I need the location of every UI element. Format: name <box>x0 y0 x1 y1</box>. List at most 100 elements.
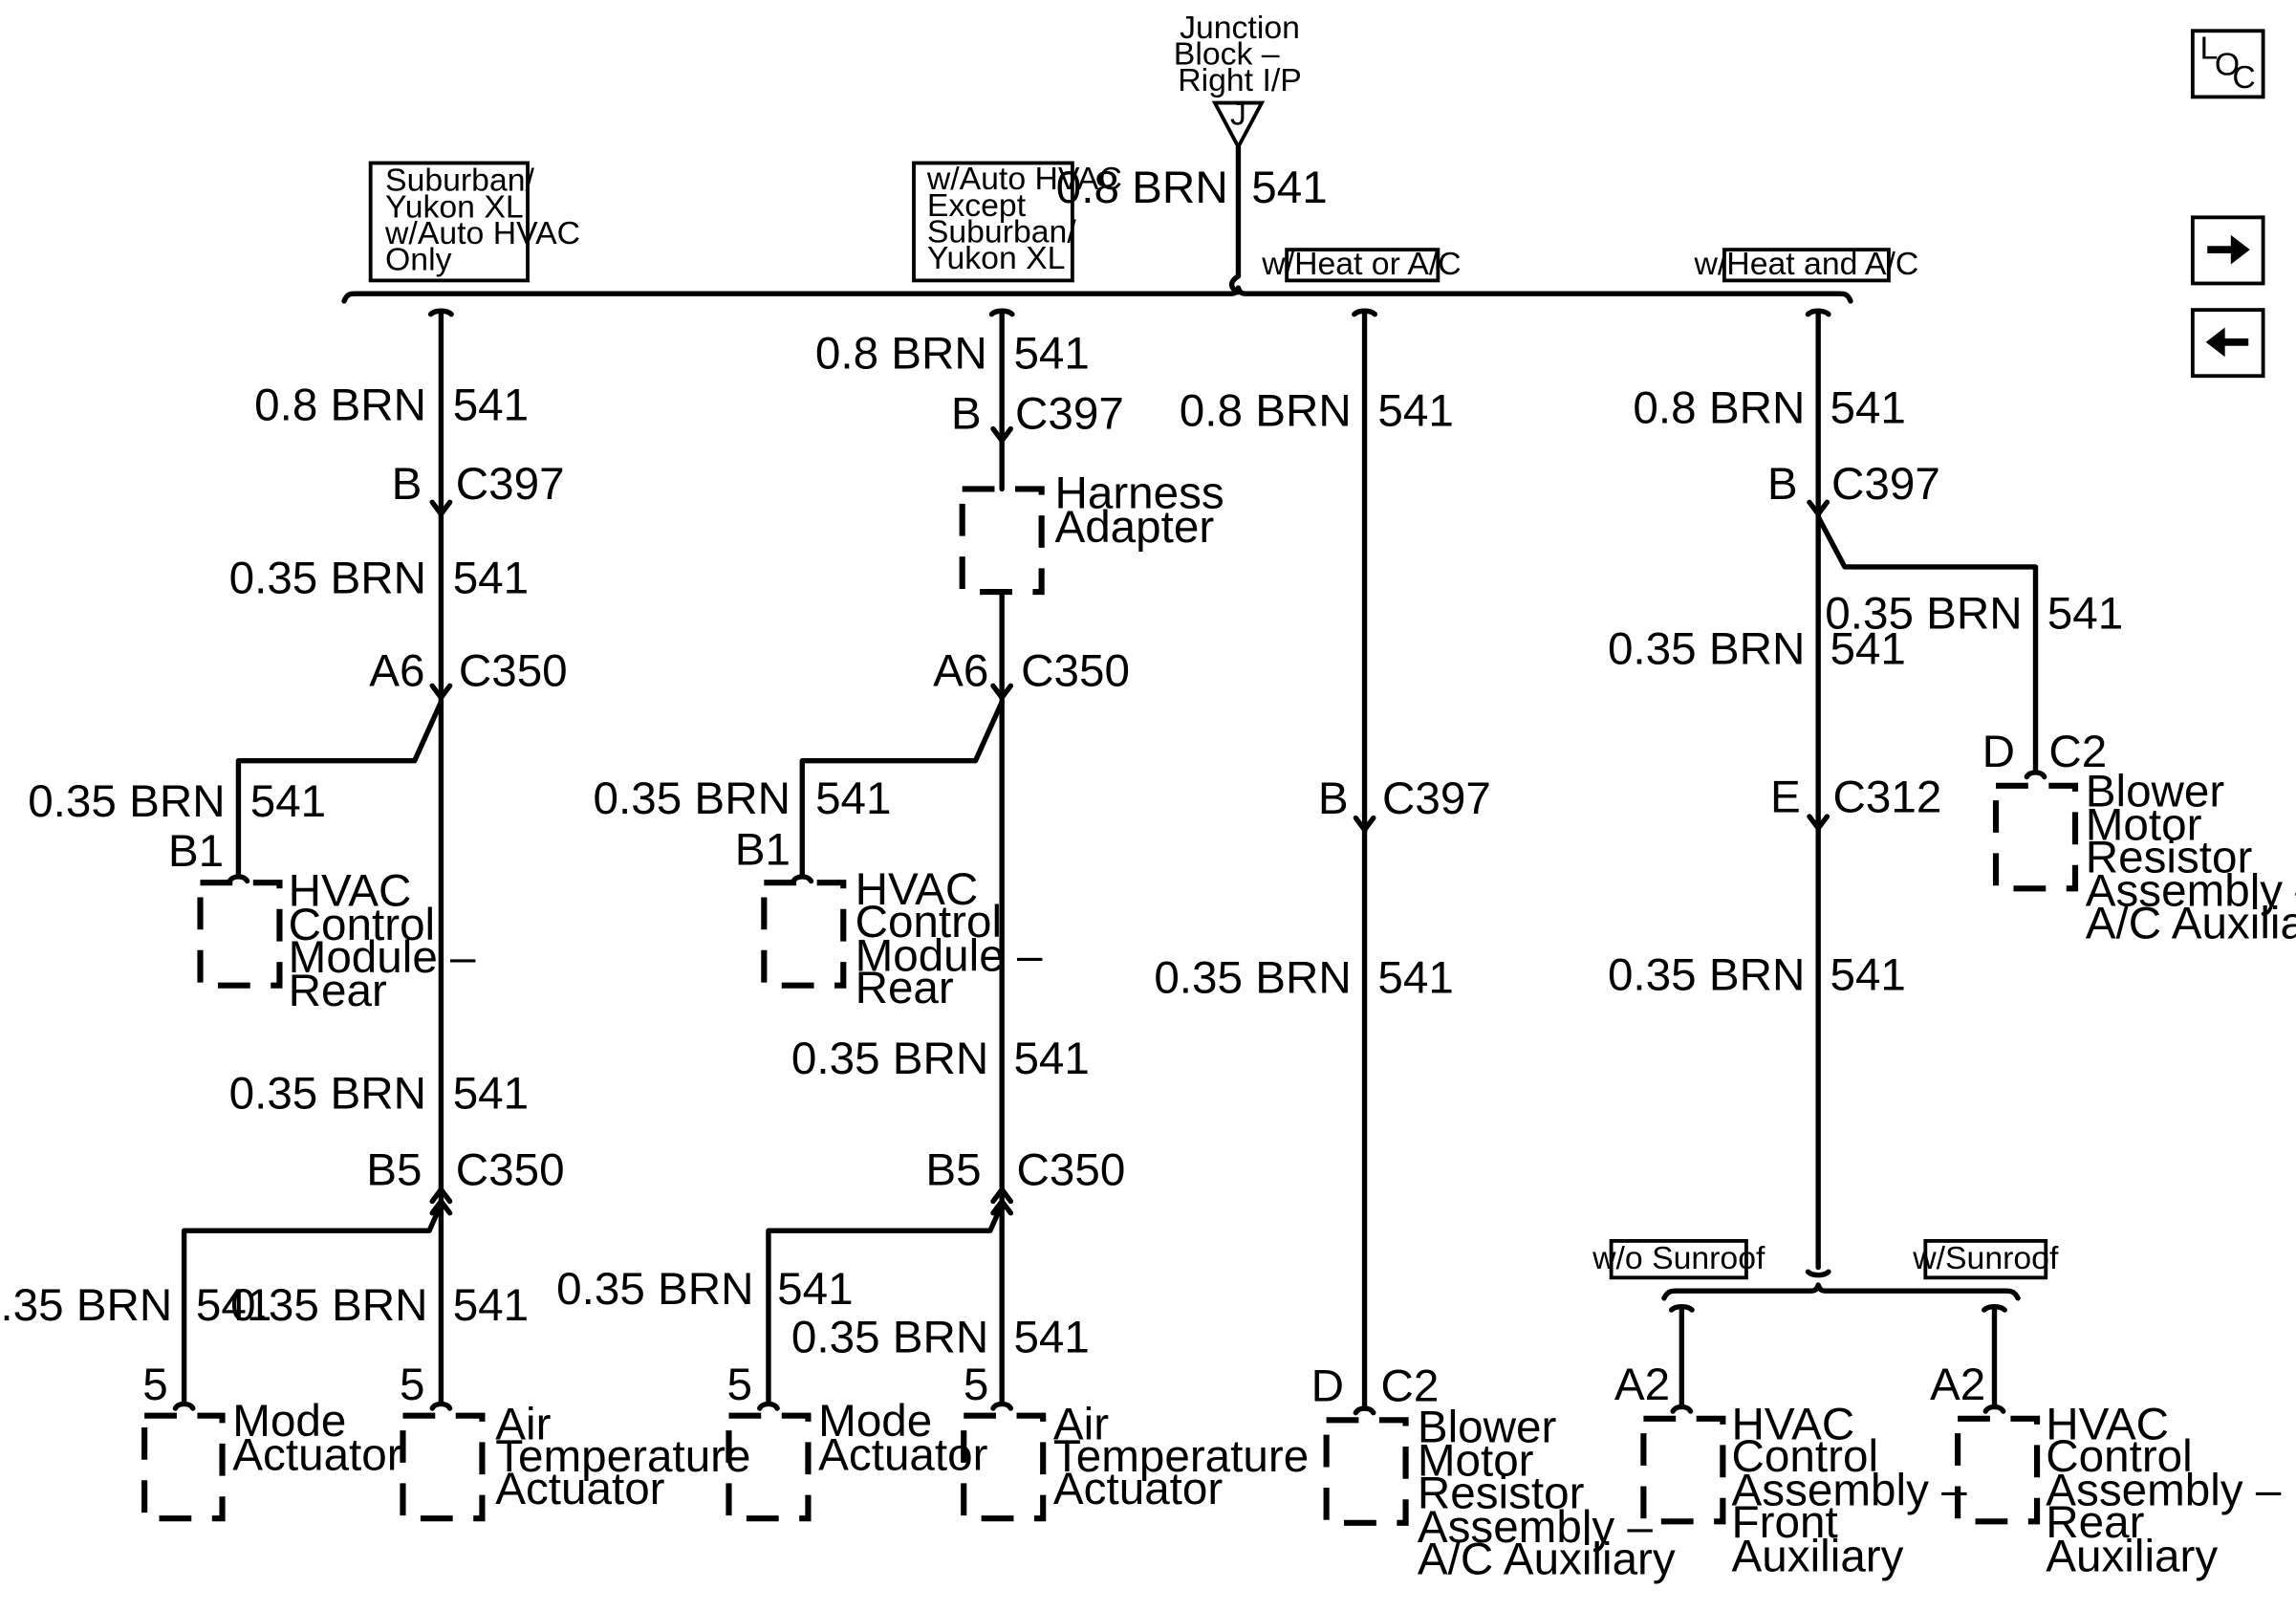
svg-text:Resistor: Resistor <box>1418 1468 1585 1518</box>
svg-text:Rear: Rear <box>2046 1497 2144 1548</box>
svg-text:Control: Control <box>2046 1431 2192 1482</box>
forward-button[interactable] <box>2190 215 2265 286</box>
svg-text:C350: C350 <box>456 1145 565 1196</box>
svg-text:B: B <box>1318 773 1349 824</box>
svg-text:541: 541 <box>1377 952 1453 1003</box>
svg-text:541: 541 <box>1013 1313 1089 1363</box>
svg-text:541: 541 <box>196 1280 271 1331</box>
svg-text:0.35 BRN: 0.35 BRN <box>1825 588 2022 639</box>
svg-text:Front: Front <box>1732 1497 1838 1548</box>
svg-text:E: E <box>1770 772 1801 822</box>
svg-text:0.35 BRN: 0.35 BRN <box>556 1264 753 1315</box>
column-auto-hvac: 0.8 BRN 541 B C397 Harness Adapter A6 C3… <box>556 308 1309 1522</box>
svg-text:Air: Air <box>1053 1399 1109 1449</box>
column-heat-and-ac: 0.8 BRN 541 B C397 0.35 BRN 541 D C2 Blo… <box>1592 308 2296 1582</box>
svg-text:Actuator: Actuator <box>818 1430 987 1481</box>
svg-text:w/Auto HVAC: w/Auto HVAC <box>384 215 580 251</box>
svg-text:C312: C312 <box>1833 772 1942 822</box>
svg-text:D: D <box>1982 727 2015 777</box>
option-w-sunroof: w/Sunroof <box>1912 1239 2059 1280</box>
svg-text:Yukon XL: Yukon XL <box>927 240 1066 276</box>
svg-text:Motor: Motor <box>2086 800 2202 851</box>
svg-text:Assembly –: Assembly – <box>1732 1465 1968 1515</box>
svg-text:541: 541 <box>453 380 529 430</box>
svg-text:541: 541 <box>250 776 326 827</box>
svg-text:C2: C2 <box>2048 727 2107 777</box>
blower-motor-resistor-1: Blower Motor Resistor Assembly – A/C Aux… <box>1323 1402 1676 1585</box>
svg-text:A/C Auxiliary: A/C Auxiliary <box>1418 1535 1676 1585</box>
air-temperature-actuator-1: Air Temperature Actuator <box>400 1399 751 1522</box>
svg-text:Rear: Rear <box>289 966 387 1016</box>
svg-text:A6: A6 <box>933 645 988 696</box>
svg-text:Auxiliary: Auxiliary <box>2046 1532 2218 1582</box>
svg-text:D: D <box>1311 1361 1344 1411</box>
svg-text:0.35 BRN: 0.35 BRN <box>230 1280 427 1331</box>
svg-text:0.35 BRN: 0.35 BRN <box>229 554 426 604</box>
svg-text:Module –: Module – <box>856 930 1043 981</box>
svg-text:541: 541 <box>1830 382 1905 433</box>
arrow-right-icon <box>2207 234 2250 265</box>
svg-text:5: 5 <box>142 1360 167 1410</box>
svg-text:541: 541 <box>1013 329 1089 380</box>
svg-text:541: 541 <box>1013 1034 1089 1084</box>
svg-text:B5: B5 <box>366 1145 422 1196</box>
svg-text:Assembly –: Assembly – <box>2046 1465 2282 1515</box>
svg-text:Control: Control <box>1732 1431 1878 1482</box>
svg-text:Temperature: Temperature <box>495 1431 750 1482</box>
svg-text:B5: B5 <box>925 1145 981 1196</box>
svg-text:Control: Control <box>289 900 435 950</box>
svg-text:A/C Auxiliary: A/C Auxiliary <box>2086 899 2296 949</box>
svg-text:A2: A2 <box>1930 1360 1985 1410</box>
svg-text:Air: Air <box>495 1399 551 1449</box>
svg-text:0.35 BRN: 0.35 BRN <box>791 1313 988 1363</box>
svg-text:0.35 BRN: 0.35 BRN <box>28 776 225 827</box>
option-heat-and-ac: w/Heat and A/C <box>1694 246 1919 283</box>
svg-text:0.8 BRN: 0.8 BRN <box>254 380 426 430</box>
svg-text:0.35 BRN: 0.35 BRN <box>1608 623 1805 674</box>
junction-block-source: Junction Block – Right I/P J <box>1174 10 1302 151</box>
svg-text:541: 541 <box>453 1280 529 1331</box>
svg-text:541: 541 <box>2047 588 2123 639</box>
top-wire-gauge: 0.8 BRN <box>1056 163 1228 213</box>
svg-text:w/Sunroof: w/Sunroof <box>1912 1240 2059 1276</box>
loc-button[interactable]: L O C <box>2190 29 2265 99</box>
svg-text:Rear: Rear <box>856 963 954 1013</box>
svg-text:w/o Sunroof: w/o Sunroof <box>1592 1240 1765 1276</box>
option-auto-hvac: w/Auto HVAC Except Suburban/ Yukon XL <box>912 161 1122 283</box>
svg-text:Mode: Mode <box>232 1396 346 1447</box>
svg-text:Except: Except <box>927 187 1027 224</box>
arrow-left-icon <box>2205 327 2249 358</box>
hvac-control-assembly-rear-aux: HVAC Control Assembly – Rear Auxiliary <box>1955 1399 2282 1582</box>
svg-text:HVAC: HVAC <box>2046 1399 2169 1449</box>
svg-text:C350: C350 <box>459 645 568 696</box>
svg-text:541: 541 <box>815 773 891 824</box>
svg-text:0.35 BRN: 0.35 BRN <box>1154 952 1351 1003</box>
svg-text:541: 541 <box>1830 623 1905 674</box>
option-wo-sunroof: w/o Sunroof <box>1592 1239 1765 1280</box>
svg-text:0.35 BRN: 0.35 BRN <box>0 1280 172 1331</box>
distribution-bus <box>341 285 1853 304</box>
svg-text:Suburban/: Suburban/ <box>927 213 1077 250</box>
svg-text:5: 5 <box>400 1360 424 1410</box>
svg-text:0.35 BRN: 0.35 BRN <box>594 773 791 824</box>
column-heat-or-ac: 0.8 BRN 541 B C397 0.35 BRN 541 D C2 Blo… <box>1154 308 1676 1585</box>
svg-text:w/Heat and A/C: w/Heat and A/C <box>1694 246 1919 282</box>
column-suburban: 0.8 BRN 541 B C397 0.35 BRN 541 A6 C350 … <box>0 308 751 1522</box>
svg-text:A2: A2 <box>1614 1360 1670 1410</box>
svg-text:B: B <box>392 459 422 510</box>
top-wire-circuit: 541 <box>1251 163 1327 213</box>
sunroof-bus <box>1661 1282 2021 1301</box>
svg-text:Suburban/: Suburban/ <box>385 163 535 199</box>
svg-text:0.8 BRN: 0.8 BRN <box>1633 382 1805 433</box>
svg-text:Block –: Block – <box>1174 36 1280 73</box>
svg-text:Resistor: Resistor <box>2086 832 2253 882</box>
svg-text:Assembly –: Assembly – <box>1418 1502 1654 1553</box>
loc-l: L <box>2200 30 2219 66</box>
back-button[interactable] <box>2190 308 2265 379</box>
svg-text:0.35 BRN: 0.35 BRN <box>1608 949 1805 1000</box>
svg-text:B: B <box>1767 459 1798 510</box>
svg-text:Motor: Motor <box>1418 1436 1534 1487</box>
svg-text:Module –: Module – <box>289 932 476 983</box>
option-heat-or-ac: w/Heat or A/C <box>1261 246 1462 283</box>
loc-c: C <box>2232 59 2255 96</box>
